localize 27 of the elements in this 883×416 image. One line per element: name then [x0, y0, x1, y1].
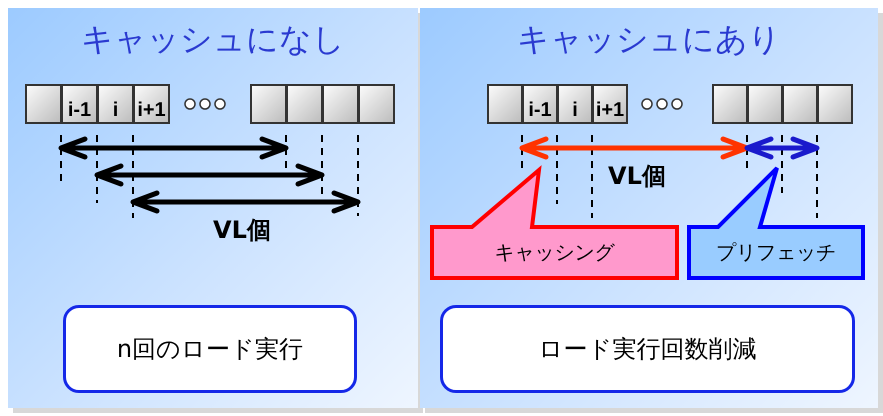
callout-bubble — [687, 166, 865, 280]
array-cell — [322, 84, 359, 124]
count-label: VL個 — [608, 161, 666, 192]
panel-title: キャッシュにあり — [516, 19, 782, 60]
array-cell: i-1 — [522, 84, 558, 124]
result-box: n回のロード実行 — [63, 305, 357, 393]
array-cell: i-1 — [61, 84, 98, 124]
array-cell: i — [557, 84, 593, 124]
array-cell — [25, 84, 62, 124]
array-cell: i+1 — [133, 84, 170, 124]
array-cell — [250, 84, 287, 124]
array-cell — [782, 84, 818, 124]
panel-title: キャッシュになし — [80, 19, 346, 60]
panel — [420, 8, 878, 408]
callout-text: プリフェッチ — [715, 239, 837, 266]
callout-text: キャッシング — [494, 239, 616, 266]
array-cell — [286, 84, 323, 124]
array-cell: i — [97, 84, 134, 124]
result-box: ロード実行回数削減 — [440, 305, 855, 393]
array-cell — [358, 84, 395, 124]
array-cell — [747, 84, 783, 124]
array-cell: i+1 — [592, 84, 628, 124]
array-cell — [712, 84, 748, 124]
array-cell — [487, 84, 523, 124]
count-label: VL個 — [213, 215, 271, 246]
array-cell — [817, 84, 853, 124]
panel — [8, 8, 418, 408]
